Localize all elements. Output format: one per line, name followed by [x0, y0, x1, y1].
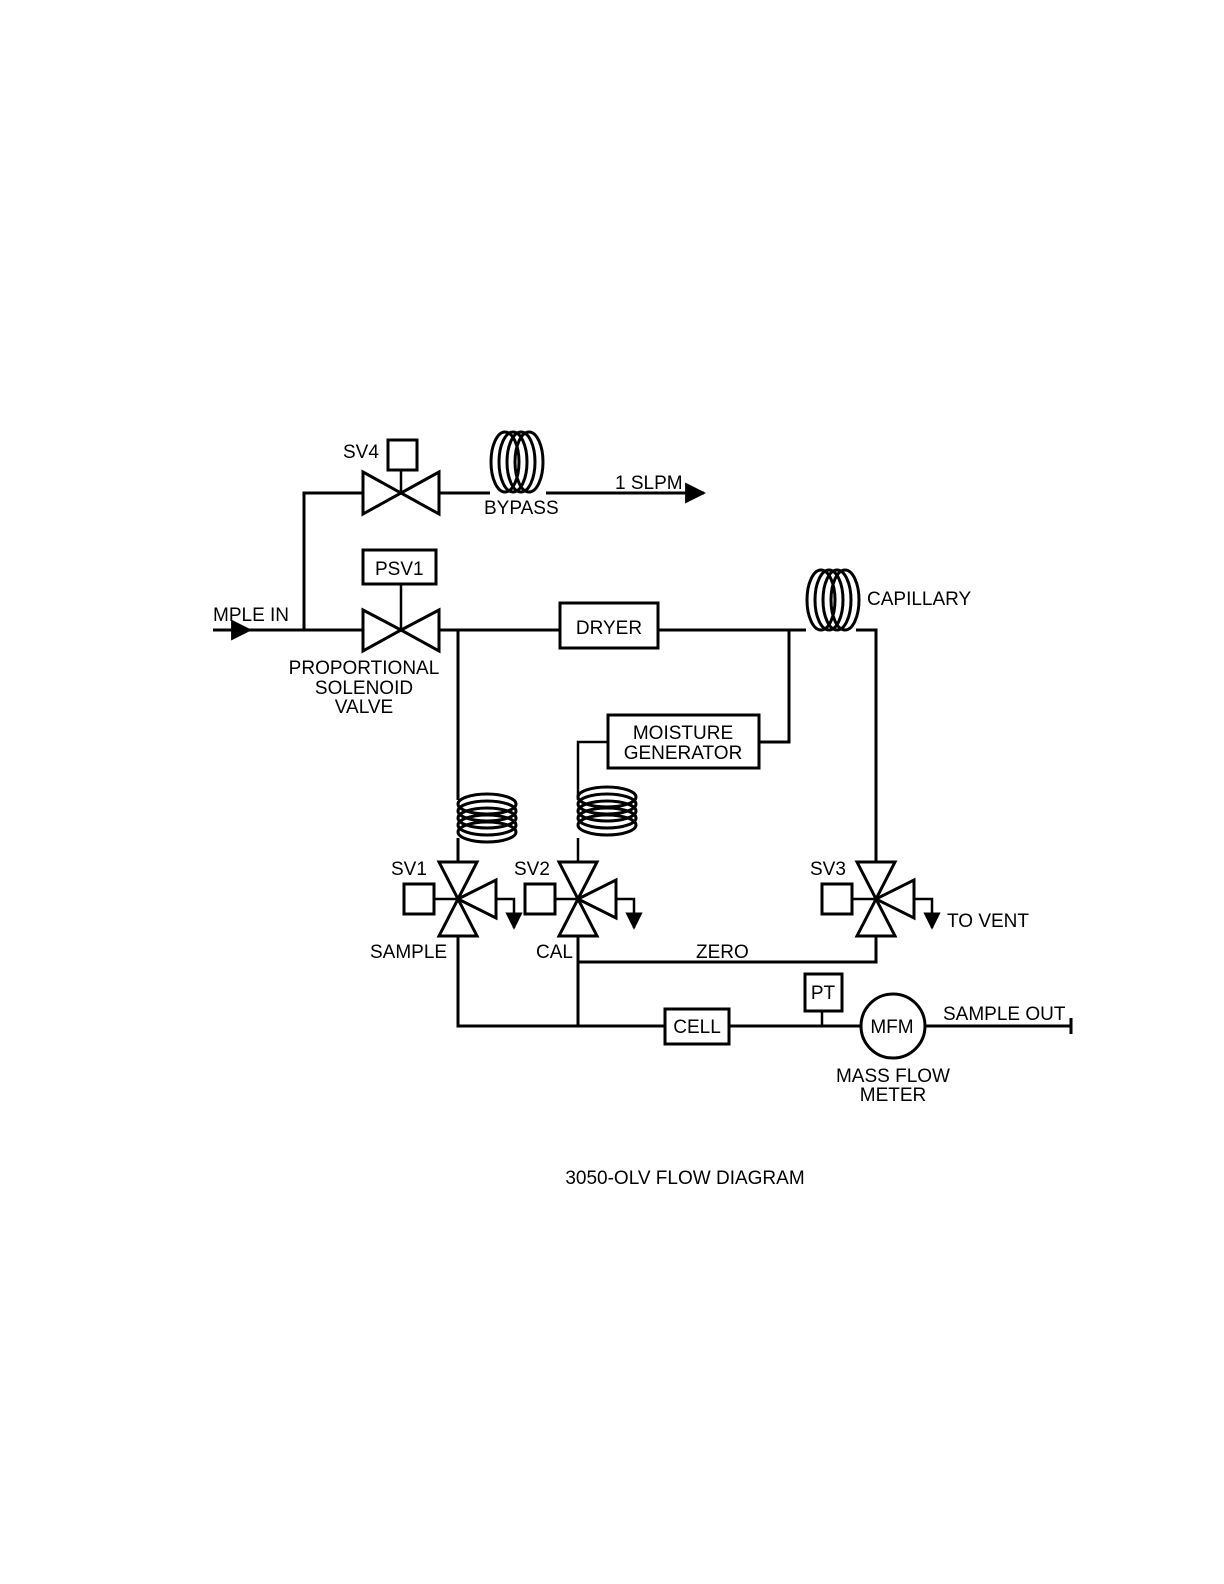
label-sample-out: SAMPLE OUT — [943, 1004, 1066, 1025]
label-sv4: SV4 — [343, 442, 379, 463]
label-mfm: MFM — [870, 1017, 913, 1038]
capillary-coil — [807, 570, 859, 630]
bypass-branch-line — [304, 493, 363, 630]
label-cal: CAL — [536, 942, 573, 963]
sv2-actuator — [525, 884, 555, 914]
label-moisture: MOISTURE — [633, 723, 733, 744]
psv1-left-triangle — [363, 610, 401, 651]
label-psv1: PSV1 — [375, 559, 424, 580]
sv4-actuator — [388, 440, 417, 470]
label-zero: ZERO — [696, 942, 749, 963]
sv3-actuator — [822, 884, 852, 914]
label-to-vent: TO VENT — [947, 911, 1029, 932]
sv2-vent-arrow — [616, 899, 634, 928]
sv1-vent-arrow — [496, 899, 514, 928]
sv4-left-triangle — [363, 472, 401, 514]
capillary-to-sv3-line — [856, 630, 876, 862]
diagram-caption: 3050-OLV FLOW DIAGRAM — [565, 1168, 804, 1189]
label-capillary: CAPILLARY — [867, 589, 972, 610]
sv1-actuator — [404, 884, 434, 914]
bypass-coil — [491, 432, 543, 492]
label-generator: GENERATOR — [624, 743, 743, 764]
label-mass-flow: MASS FLOW — [836, 1066, 950, 1087]
label-sample-in: MPLE IN — [213, 605, 289, 626]
psv1-right-triangle — [401, 610, 439, 651]
diagram-labels: SV4 BYPASS 1 SLPM PSV1 MPLE IN PROPORTIO… — [213, 442, 1066, 1189]
sv1-coil — [458, 794, 516, 842]
label-dryer: DRYER — [576, 618, 642, 639]
sv3-vent-arrow — [914, 899, 932, 928]
label-sv3: SV3 — [810, 859, 846, 880]
label-sv1: SV1 — [391, 859, 427, 880]
label-meter: METER — [860, 1085, 927, 1106]
label-solenoid: SOLENOID — [315, 678, 413, 699]
label-sample: SAMPLE — [370, 942, 447, 963]
label-proportional: PROPORTIONAL — [289, 658, 440, 679]
label-cell: CELL — [673, 1017, 721, 1038]
label-1-slpm: 1 SLPM — [615, 473, 683, 494]
label-sv2: SV2 — [514, 859, 550, 880]
label-valve: VALVE — [335, 697, 393, 718]
label-bypass: BYPASS — [484, 498, 559, 519]
label-pt: PT — [811, 983, 836, 1004]
moisture-feed-line — [759, 630, 789, 742]
sv4-right-triangle — [401, 472, 439, 514]
sv2-coil — [578, 787, 636, 835]
